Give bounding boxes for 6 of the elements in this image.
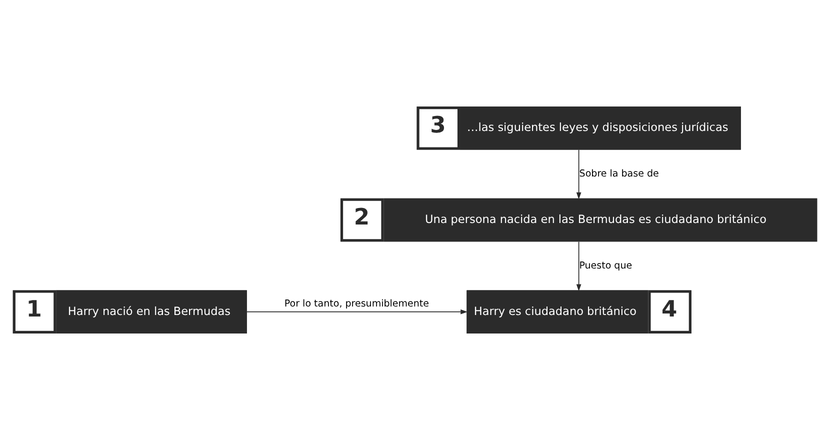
arrow [576,148,582,199]
arrow [246,308,468,314]
edge-label: Sobre la base de [579,168,659,179]
edge-label: Puesto que [579,260,632,271]
edge-label: Por lo tanto, presumiblemente [284,298,430,309]
arrow [576,240,582,291]
